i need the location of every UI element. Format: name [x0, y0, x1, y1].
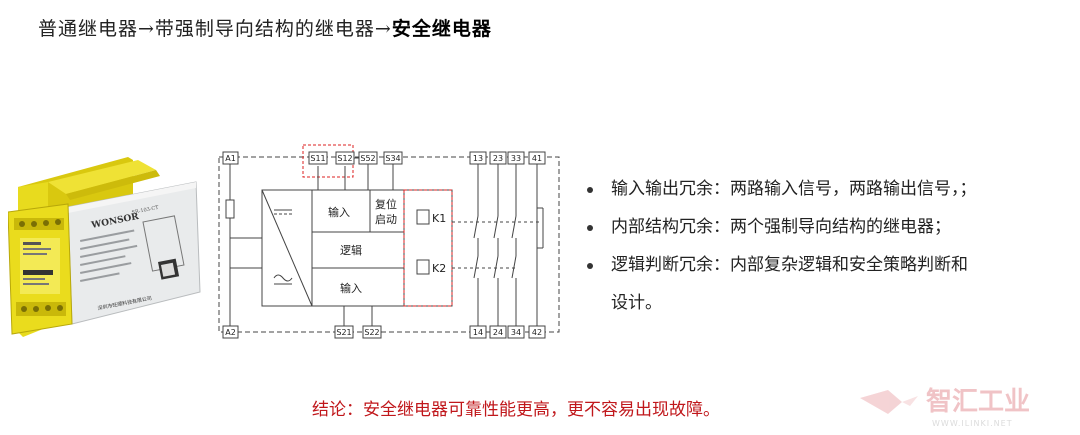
terminal-24: 24 [493, 328, 503, 337]
terminal-a1: A1 [225, 154, 236, 163]
terminal-s22: S22 [364, 328, 379, 337]
list-item: 逻辑判断冗余：内部复杂逻辑和安全策略判断和 [583, 246, 1073, 284]
block-reset-line2: 启动 [375, 213, 397, 226]
relay-k2-label: K2 [432, 262, 446, 275]
safety-relay-device-image: WONSOR SR-103-CT 深圳市旺顺科技有限公司 [8, 157, 201, 337]
list-item-continuation: 设计。 [583, 284, 1073, 322]
terminal-s52: S52 [360, 154, 375, 163]
terminal-33: 33 [511, 154, 521, 163]
page-title: 普通继电器→带强制导向结构的继电器→安全继电器 [38, 14, 492, 41]
terminal-s12: S12 [337, 154, 352, 163]
terminal-23: 23 [493, 154, 503, 163]
safety-relay-circuit-diagram: 输入 复位 启动 逻辑 输入 K1 K2 A1 S11 S12 S52 S34 … [218, 144, 560, 339]
terminal-41: 41 [532, 154, 542, 163]
relay-k1-label: K1 [432, 212, 446, 225]
device-model-text: SR-103-CT [131, 205, 160, 216]
title-normal: 普通继电器→带强制导向结构的继电器→ [38, 18, 392, 40]
terminal-s11: S11 [310, 154, 325, 163]
continuation-text: 设计。 [611, 293, 662, 313]
feature-list: 输入输出冗余：两路输入信号，两路输出信号，； 内部结构冗余：两个强制导向结构的继… [583, 170, 1073, 322]
logo-url: WWW.ILINKI.NET [932, 419, 1013, 428]
block-reset-line1: 复位 [375, 197, 397, 211]
terminal-34: 34 [511, 328, 521, 337]
block-input-bottom: 输入 [340, 281, 362, 295]
terminal-14: 14 [473, 328, 483, 337]
logo-text: 智汇工业 [926, 387, 1030, 417]
terminal-a2: A2 [225, 328, 236, 337]
block-input-top: 输入 [328, 205, 350, 219]
terminal-s34: S34 [385, 154, 400, 163]
terminal-42: 42 [532, 328, 542, 337]
watermark-logo: 智汇工业 WWW.ILINKI.NET [860, 387, 1030, 428]
terminal-s21: S21 [336, 328, 351, 337]
list-item: 内部结构冗余：两个强制导向结构的继电器； [583, 208, 1073, 246]
conclusion-text: 结论：安全继电器可靠性能更高，更不容易出现故障。 [312, 400, 720, 420]
title-bold: 安全继电器 [391, 18, 492, 40]
block-logic: 逻辑 [340, 243, 362, 257]
terminal-13: 13 [473, 154, 483, 163]
list-item: 输入输出冗余：两路输入信号，两路输出信号，； [583, 170, 1073, 208]
